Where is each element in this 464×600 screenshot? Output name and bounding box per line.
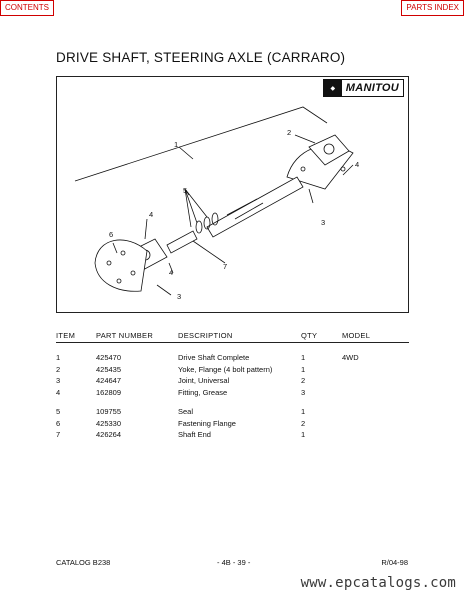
cell-item: 4 [56, 387, 61, 397]
logo-wordmark: MANITOU [345, 82, 399, 94]
seal-ring-1 [195, 220, 203, 234]
callout-1-leader [178, 146, 194, 160]
table-row: 6 425330 Fastening Flange 2 [56, 419, 409, 431]
footer-revision: R/04-98 [381, 558, 408, 567]
drive-shaft-illustration: 1 2 3 4 4 4 5 6 7 3 [74, 106, 359, 301]
cell-qty: 1 [301, 407, 306, 416]
cell-description: Joint, Universal [178, 376, 230, 385]
right-universal-joint [323, 143, 335, 155]
cell-part-number: 425470 [96, 353, 122, 362]
left-flange-shape [94, 239, 148, 292]
page-title: DRIVE SHAFT, STEERING AXLE (CARRARO) [56, 50, 346, 65]
cell-description: Fastening Flange [178, 418, 236, 428]
cell-qty: 2 [301, 418, 306, 428]
callout-3-left: 3 [177, 292, 181, 301]
cell-description: Shaft End [178, 430, 211, 439]
cell-item: 2 [56, 364, 61, 374]
header-part-number: PART NUMBER [96, 331, 154, 340]
header-model: MODEL [342, 331, 371, 340]
seal-ring-3 [211, 212, 219, 226]
cell-part-number: 162809 [96, 387, 122, 397]
table-row: 2 425435 Yoke, Flange (4 bolt pattern) 1 [56, 365, 409, 377]
footer-page-number: - 4B - 39 - [217, 558, 251, 567]
parts-table-body: 1 425470 Drive Shaft Complete 1 4WD 2 42… [56, 353, 409, 442]
cell-qty: 3 [301, 387, 306, 397]
cell-qty: 1 [301, 430, 306, 439]
callout-4-left: 4 [149, 210, 153, 219]
parts-index-link[interactable]: PARTS INDEX [401, 0, 464, 16]
logo-badge-icon: ◆ [323, 80, 342, 96]
left-flange-bolt [116, 278, 122, 284]
shaft-tube [206, 176, 304, 238]
left-flange-bolt [130, 270, 136, 276]
cell-item: 6 [56, 418, 61, 428]
cell-part-number: 424647 [96, 376, 122, 385]
cell-part-number: 425435 [96, 364, 122, 374]
callout-6: 6 [109, 230, 113, 239]
right-yoke-shape [308, 134, 350, 166]
cell-part-number: 426264 [96, 430, 122, 439]
table-row: 5 109755 Seal 1 [56, 407, 409, 419]
cell-description: Yoke, Flange (4 bolt pattern) [178, 364, 273, 374]
callout-4-lower: 4 [169, 268, 173, 277]
cell-item: 3 [56, 376, 61, 385]
header-item: ITEM [56, 331, 76, 340]
contents-link[interactable]: CONTENTS [0, 0, 54, 16]
cell-qty: 1 [301, 353, 306, 362]
callout-3-left-leader [156, 284, 172, 296]
callout-1: 1 [174, 140, 178, 149]
cell-item: 7 [56, 430, 61, 439]
right-flange-bolt [340, 166, 346, 172]
cell-description: Fitting, Grease [178, 387, 228, 397]
table-row: 3 424647 Joint, Universal 2 [56, 376, 409, 388]
watermark-text: www.epcatalogs.com [300, 575, 456, 591]
callout-7: 7 [223, 262, 227, 271]
callout-6-leader [112, 242, 118, 254]
cell-item: 5 [56, 407, 61, 416]
left-flange-bolt [120, 250, 126, 256]
manitou-logo: ◆ MANITOU [322, 79, 404, 97]
cell-part-number: 109755 [96, 407, 122, 416]
cell-part-number: 425330 [96, 418, 122, 428]
table-row: 1 425470 Drive Shaft Complete 1 4WD [56, 353, 409, 365]
cell-qty: 2 [301, 376, 306, 385]
callout-4-lower-leader [168, 262, 174, 274]
callout-3-right-leader [308, 188, 314, 204]
table-row: 7 426264 Shaft End 1 [56, 430, 409, 442]
cell-model: 4WD [342, 353, 359, 362]
cell-description: Drive Shaft Complete [178, 353, 250, 362]
left-flange-bolt [106, 260, 112, 266]
cell-description: Seal [178, 407, 194, 416]
table-row: 4 162809 Fitting, Grease 3 [56, 388, 409, 400]
callout-2: 2 [287, 128, 291, 137]
callout-5: 5 [183, 186, 187, 195]
cell-item: 1 [56, 353, 61, 362]
right-flange-bolt [300, 166, 306, 172]
callout-7-leader [192, 240, 226, 264]
callout-4-left-leader [144, 218, 148, 240]
callout-3-right: 3 [321, 218, 325, 227]
footer-catalog: CATALOG B238 [56, 558, 111, 567]
callout-4-right-leader [342, 164, 354, 176]
header-qty: QTY [301, 331, 318, 340]
shaft-end [166, 230, 198, 254]
callout-4-right: 4 [355, 160, 359, 169]
parts-table-header: ITEM PART NUMBER DESCRIPTION QTY MODEL [56, 331, 409, 343]
callout-1-bracket [74, 106, 328, 182]
callout-2-leader [294, 134, 316, 144]
header-description: DESCRIPTION [178, 331, 233, 340]
callout-5-leaders [184, 188, 208, 228]
cell-qty: 1 [301, 364, 306, 374]
shaft-spline-lines [226, 198, 264, 220]
parts-diagram: ◆ MANITOU [56, 76, 409, 313]
